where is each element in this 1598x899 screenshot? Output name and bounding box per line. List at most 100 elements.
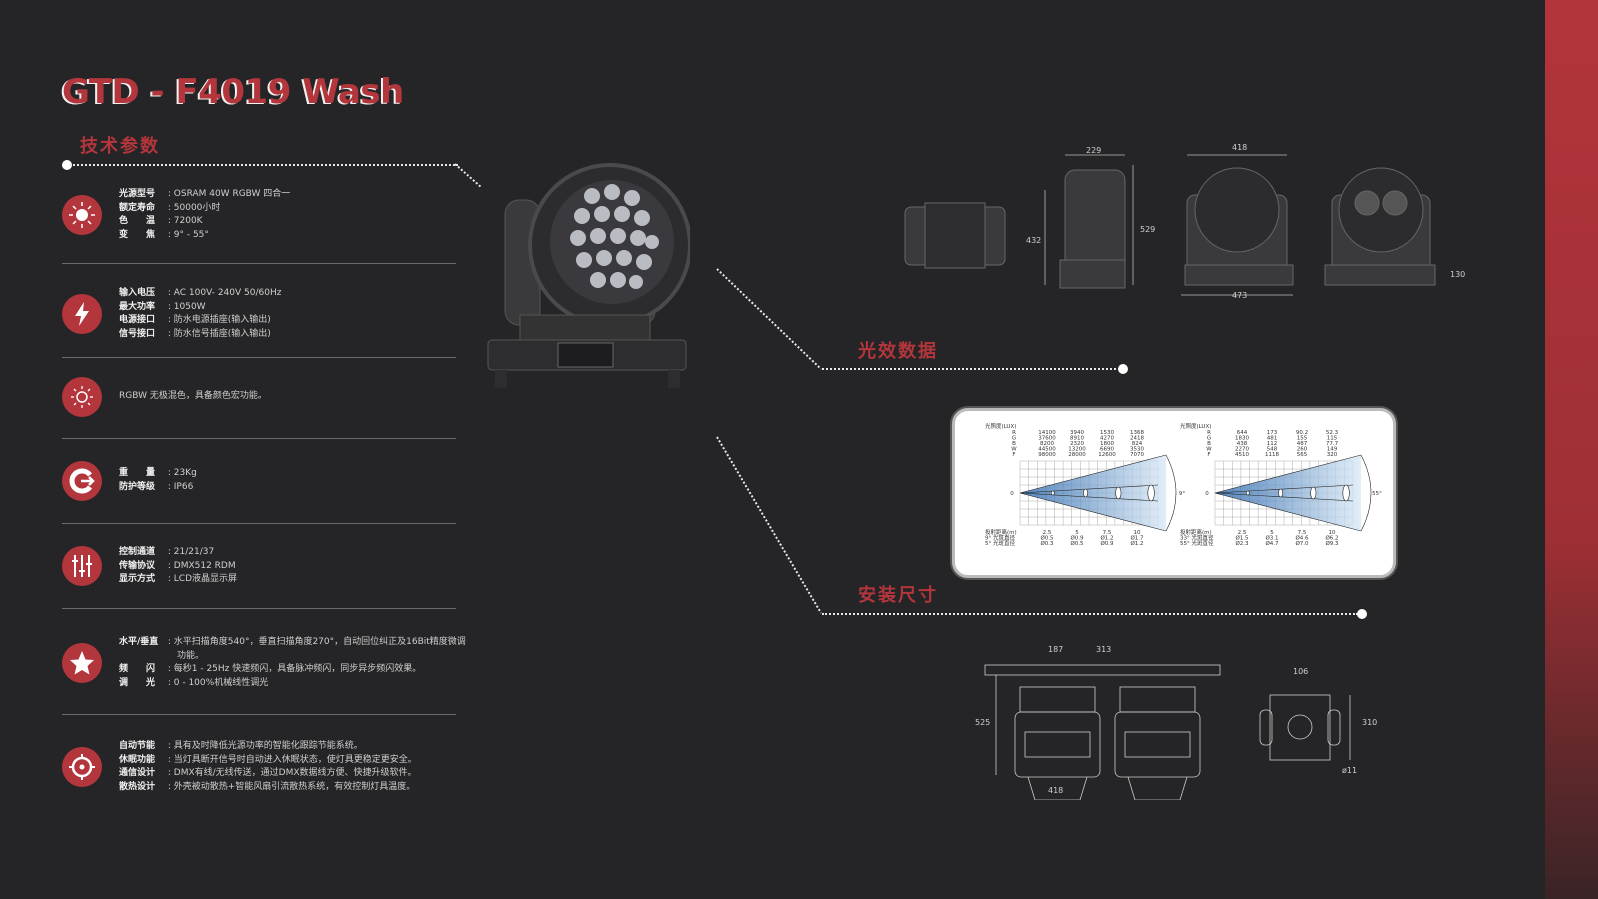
lux-value: 3940: [1070, 430, 1084, 436]
spec-label: 色 温: [119, 216, 156, 227]
spec-value: 23Kg: [173, 468, 197, 478]
spec-label: 电源接口: [119, 315, 156, 326]
diameter-value: Ø0.3: [1040, 540, 1054, 547]
spec-label: 输入电压: [119, 288, 156, 298]
spec-label: 通信设计: [119, 768, 156, 779]
spec-value: 21/21/37: [173, 547, 215, 557]
spec-line: 最大功率 : 1050W: [119, 301, 281, 315]
diameter-value: Ø6.2: [1325, 535, 1338, 542]
spec-line: 通信设计 : DMX有线/无线传送，通过DMX数据线方便、快捷升级软件。: [119, 767, 417, 781]
lightning-icon: [62, 294, 102, 335]
colon: :: [165, 781, 174, 792]
chart-unit-label: 光照度(LUX): [985, 422, 1016, 430]
lux-value: 1118: [1265, 452, 1279, 458]
distance-label: 10: [1134, 530, 1141, 536]
colon: :: [165, 301, 174, 312]
colon: :: [165, 547, 174, 557]
distance-label: 7.5: [1103, 530, 1112, 536]
colon: :: [165, 741, 174, 751]
origin-label: 0: [1010, 491, 1014, 497]
divider: [62, 438, 456, 439]
dim-label: 529: [1140, 225, 1156, 234]
lux-value: 824: [1132, 441, 1143, 447]
spec-label: 防护等级: [119, 481, 156, 492]
colon: :: [165, 768, 174, 779]
lux-value: 7070: [1130, 452, 1144, 458]
spec-line: 控制通道 : 21/21/37: [119, 546, 237, 560]
lux-value: 2418: [1130, 436, 1144, 442]
spec-line: 输入电压 : AC 100V- 240V 50/60Hz: [119, 287, 281, 301]
beam-edge: [1214, 454, 1362, 532]
install-drawings: [984, 664, 1351, 800]
lux-value: 8910: [1070, 436, 1084, 442]
spec-label: 光源型号: [119, 189, 156, 199]
colon: :: [165, 229, 174, 240]
spot-ellipse: [1245, 490, 1250, 496]
lux-value: 548: [1267, 447, 1278, 453]
spec-line: 信号接口 : 防水信号插座(输入输出): [119, 328, 281, 342]
diameter-value: Ø0.5: [1040, 535, 1054, 542]
dim-label: ø11: [1342, 766, 1358, 775]
lux-value: 6690: [1100, 447, 1114, 453]
diameter-value: Ø4.6: [1295, 535, 1309, 542]
diameter-value: Ø1.7: [1130, 535, 1144, 542]
lux-value: 12600: [1098, 452, 1116, 458]
lux-value: 565: [1297, 452, 1308, 458]
diameter-value: Ø4.7: [1265, 540, 1279, 547]
spot-ellipse: [1278, 488, 1283, 498]
spot-ellipse: [1342, 484, 1350, 502]
divider: [62, 523, 456, 524]
spec-value: RGBW 无极混色，具备颜色宏功能。: [119, 391, 267, 401]
colon: :: [165, 202, 174, 213]
diameter-value: Ø2.3: [1235, 540, 1249, 547]
lux-value: 52.3: [1326, 430, 1339, 436]
spec-line: 调 光 : 0 - 100%机械线性调光: [119, 677, 466, 691]
row-label: W: [1206, 447, 1212, 453]
spec-line: 色 温 : 7200K: [119, 215, 290, 229]
spec-line: 光源型号 : OSRAM 40W RGBW 四合一: [119, 188, 290, 202]
row-label: B: [1207, 441, 1211, 447]
dim-label: 310: [1362, 718, 1378, 727]
spot-ellipse: [1050, 490, 1055, 496]
colon: :: [165, 189, 174, 199]
spec-value: 9° - 55°: [173, 229, 209, 240]
footer-label: 投射距离(m): [1180, 528, 1212, 536]
diameter-value: Ø0.9: [1100, 540, 1114, 547]
spec-label: 散热设计: [119, 781, 156, 792]
distance-label: 2.5: [1043, 530, 1052, 536]
distance-label: 5: [1075, 530, 1079, 536]
connector-dot: [1357, 609, 1367, 619]
spec-value: IP66: [173, 481, 194, 492]
section-tech-heading: 技术参数: [80, 136, 160, 157]
lux-value: 155: [1297, 436, 1308, 442]
footer-label: 5° 光斑直径: [985, 539, 1015, 547]
dim-label: 106: [1293, 667, 1309, 676]
dim-label: 432: [1026, 236, 1042, 245]
beam-cone: [1020, 455, 1166, 531]
spec-line: 电源接口 : 防水电源插座(输入输出): [119, 314, 281, 328]
spec-value: 具有及时降低光源功率的智能化跟踪节能系统。: [173, 741, 363, 751]
colon: :: [165, 216, 174, 227]
lux-value: 1830: [1235, 436, 1249, 442]
spec-value: 1050W: [173, 301, 206, 312]
diameter-value: Ø7.0: [1295, 540, 1309, 547]
spec-label: 信号接口: [119, 328, 156, 339]
spec-label: 最大功率: [119, 301, 156, 312]
dim-label: 313: [1096, 645, 1112, 654]
diameter-value: Ø1.2: [1100, 535, 1113, 542]
spec-value: 0 - 100%机械线性调光: [173, 677, 269, 688]
spec-value: 当灯具断开信号时自动进入休眠状态，使灯具更稳定更安全。: [173, 754, 417, 765]
lux-value: 4510: [1235, 452, 1249, 458]
lux-value: 2270: [1235, 447, 1249, 453]
beam-angle-label: 9°: [1179, 491, 1185, 497]
dim-label: 473: [1232, 291, 1248, 300]
row-label: F: [1207, 452, 1210, 458]
origin-label: 0: [1205, 491, 1209, 497]
dotted-connector: [455, 163, 482, 188]
diameter-value: Ø0.5: [1070, 540, 1084, 547]
lux-value: 149: [1327, 447, 1338, 453]
diameter-value: Ø0.9: [1070, 535, 1084, 542]
spec-line: 防护等级 : IP66: [119, 481, 197, 495]
